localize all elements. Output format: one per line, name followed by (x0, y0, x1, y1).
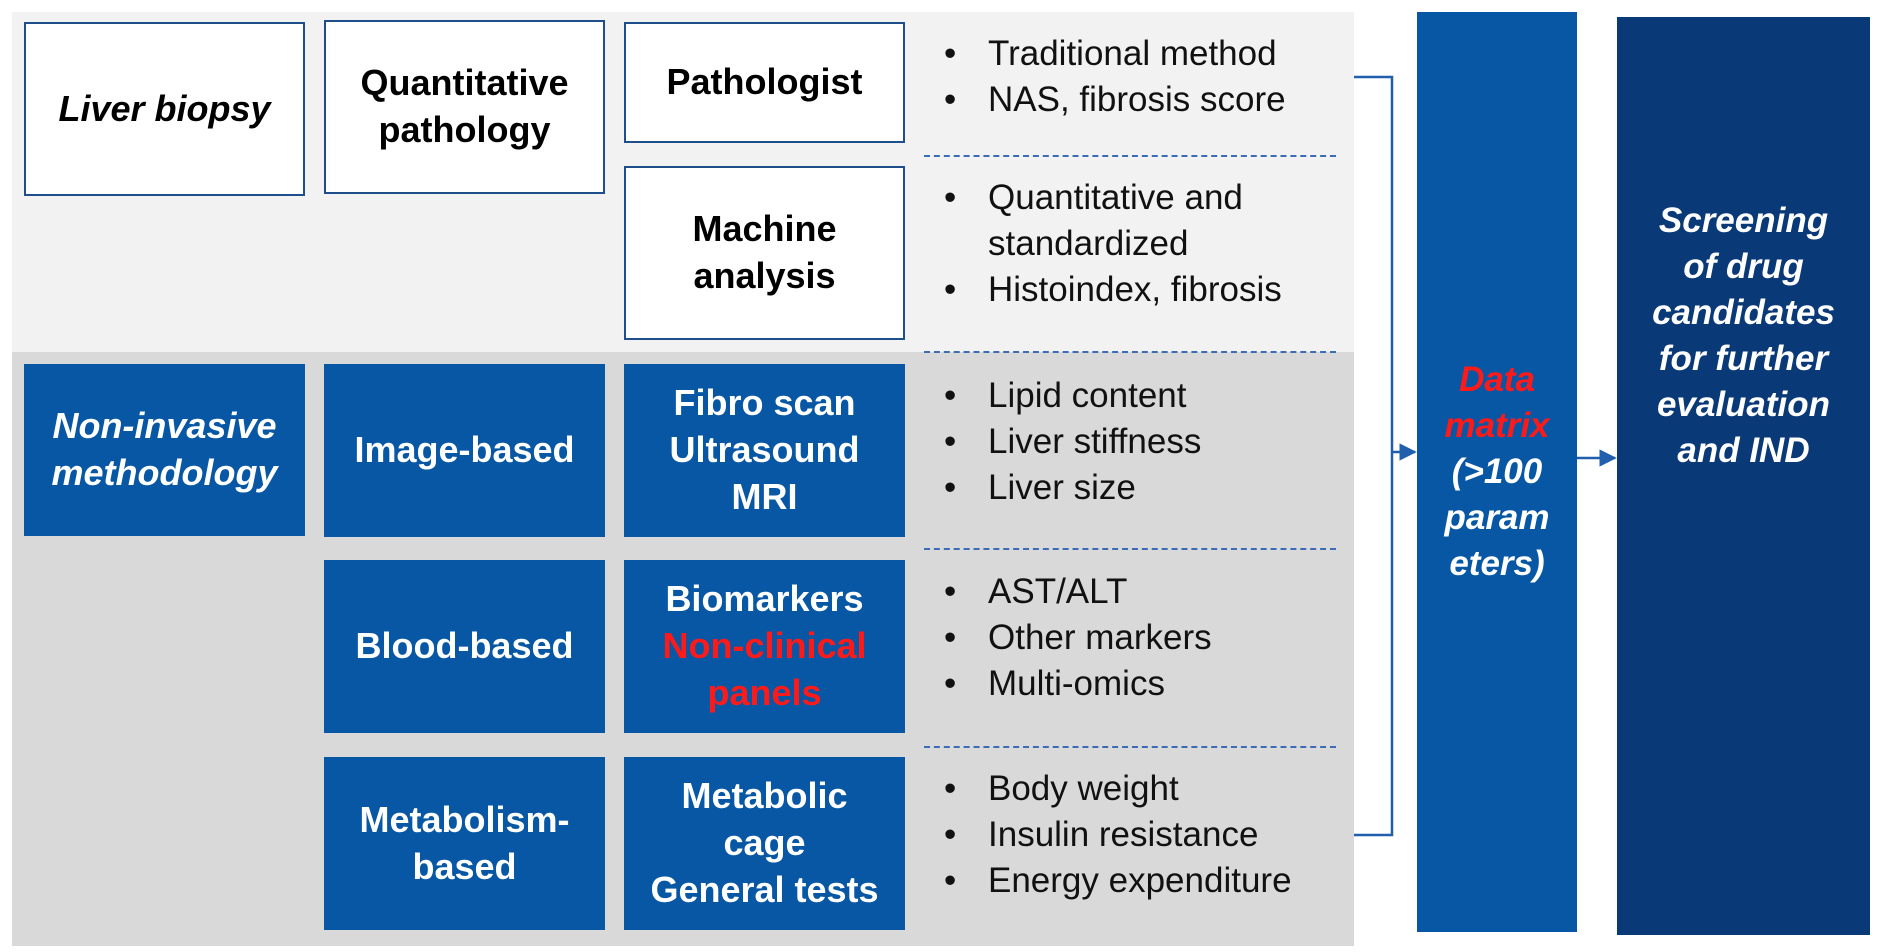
quantitative-pathology-box: Quantitative pathology (324, 20, 605, 194)
metabolism-methods-box: Metabolic cage General tests (624, 757, 905, 930)
blood-methods-box: Biomarkers Non-clinical panels (624, 560, 905, 733)
image-based-label: Image-based (354, 429, 575, 471)
machine-analysis-box: Machine analysis (624, 166, 905, 340)
pathologist-box: Pathologist (624, 22, 905, 143)
blood-based-label: Blood-based (355, 625, 574, 667)
quantitative-pathology-label: Quantitative pathology (360, 62, 569, 150)
dashed-divider (924, 746, 1336, 748)
bullet-item: NAS, fibrosis score (928, 77, 1286, 123)
pathologist-bullet-list: Traditional method NAS, fibrosis score (928, 31, 1286, 123)
bullet-item: Traditional method (928, 31, 1286, 77)
bullet-item: Lipid content (928, 373, 1201, 419)
bullet-item: Other markers (928, 615, 1212, 661)
dashed-divider (924, 548, 1336, 550)
machine-analysis-label: Machine analysis (692, 208, 837, 296)
blood-methods-label: Biomarkers Non-clinical panels (662, 578, 867, 713)
bracket-line (1354, 75, 1394, 837)
metabolism-based-label: Metabolism- based (359, 798, 570, 887)
metabolism-methods-label: Metabolic cage General tests (650, 775, 879, 910)
bullet-item: Liver size (928, 465, 1201, 511)
data-matrix-label: Data matrix (>100 param eters) (1444, 360, 1550, 583)
bullet-item: Quantitative and standardized (928, 175, 1282, 267)
bullet-item: Insulin resistance (928, 812, 1292, 858)
screening-column: Screening of drug candidates for further… (1617, 17, 1870, 935)
blood-bullet-list: AST/ALT Other markers Multi-omics (928, 569, 1212, 707)
image-methods-box: Fibro scan Ultrasound MRI (624, 364, 905, 537)
metabolism-bullet-list: Body weight Insulin resistance Energy ex… (928, 766, 1292, 904)
dashed-divider (924, 351, 1336, 353)
image-based-box: Image-based (324, 364, 605, 537)
data-matrix-column: Data matrix (>100 param eters) (1417, 12, 1577, 932)
bullet-item: Liver stiffness (928, 419, 1201, 465)
noninvasive-methodology-box: Non-invasive methodology (24, 364, 305, 536)
bullet-item: Body weight (928, 766, 1292, 812)
noninvasive-methodology-label: Non-invasive methodology (51, 405, 278, 493)
image-methods-label: Fibro scan Ultrasound MRI (669, 382, 860, 517)
screening-label: Screening of drug candidates for further… (1652, 201, 1835, 470)
machine-bullet-list: Quantitative and standardized Histoindex… (928, 175, 1282, 313)
bullet-item: Histoindex, fibrosis (928, 267, 1282, 313)
metabolism-based-box: Metabolism- based (324, 757, 605, 930)
bullet-item: Energy expenditure (928, 858, 1292, 904)
blood-based-box: Blood-based (324, 560, 605, 733)
bullet-item: AST/ALT (928, 569, 1212, 615)
dashed-divider (924, 155, 1336, 157)
bullet-item: Multi-omics (928, 661, 1212, 707)
liver-biopsy-label: Liver biopsy (58, 87, 271, 129)
pathologist-label: Pathologist (666, 61, 863, 103)
liver-biopsy-box: Liver biopsy (24, 22, 305, 196)
image-bullet-list: Lipid content Liver stiffness Liver size (928, 373, 1201, 511)
